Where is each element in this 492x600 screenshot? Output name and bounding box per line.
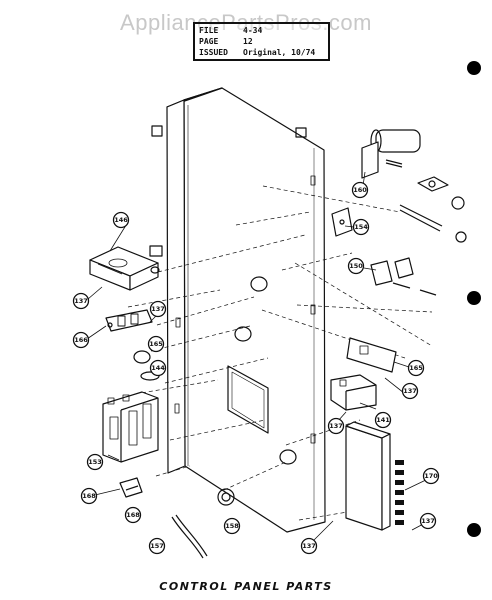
- callout-146-label: 146: [114, 216, 128, 224]
- callout-137-b-label: 137: [151, 305, 165, 313]
- callout-168-b-label: 168: [126, 511, 140, 519]
- callout-168-a: 168: [80, 487, 98, 505]
- info-key-page: PAGE: [199, 37, 219, 46]
- callout-165-right-label: 165: [409, 364, 423, 372]
- callout-170: 170: [422, 467, 440, 485]
- callout-168-b: 168: [124, 506, 142, 524]
- info-value-issued: Original, 10/74: [243, 48, 316, 57]
- callout-166-label: 166: [74, 336, 88, 344]
- callout-137-c: 137: [401, 382, 419, 400]
- callout-160: 160: [351, 181, 369, 199]
- info-key-issued: ISSUED: [199, 48, 228, 57]
- terminal-clips: [370, 257, 437, 296]
- binder-hole-bottom: [467, 523, 481, 537]
- callout-137-e-label: 137: [421, 517, 435, 525]
- timer-motor: [361, 129, 421, 179]
- callout-150-label: 150: [349, 262, 363, 270]
- switch-block: [331, 207, 353, 237]
- binder-hole-top: [467, 61, 481, 75]
- callout-154: 154: [352, 218, 370, 236]
- info-row-page: PAGE 12: [199, 36, 253, 47]
- callout-165-left-label: 165: [149, 340, 163, 348]
- callout-137-a-label: 137: [74, 297, 88, 305]
- callout-137-c-label: 137: [403, 387, 417, 395]
- assembly-guide-lines: [127, 185, 433, 521]
- clip-bracket: [119, 477, 143, 498]
- grommet: [217, 488, 235, 506]
- info-row-file: FILE 4-34: [199, 25, 262, 36]
- info-value-file: 4-34: [243, 26, 263, 35]
- callout-157-label: 157: [150, 542, 164, 550]
- callout-137-b: 137: [149, 300, 167, 318]
- info-row-issued: ISSUED Original, 10/74: [199, 47, 315, 58]
- callout-170-label: 170: [424, 472, 438, 480]
- terminal-bracket: [105, 309, 153, 332]
- callout-150: 150: [347, 257, 365, 275]
- callout-158-label: 158: [225, 522, 239, 530]
- callout-154-label: 154: [354, 223, 368, 231]
- info-key-file: FILE: [199, 26, 219, 35]
- callout-157: 157: [148, 537, 166, 555]
- wire-harness: [171, 516, 204, 559]
- callout-166: 166: [72, 331, 90, 349]
- control-panel: [149, 87, 326, 533]
- diagram-caption: CONTROL PANEL PARTS: [159, 580, 333, 593]
- callout-168-a-label: 168: [82, 492, 96, 500]
- callout-146: 146: [112, 211, 130, 229]
- callout-141-label: 141: [376, 416, 390, 424]
- callout-137-a: 137: [72, 292, 90, 310]
- callout-137-e: 137: [419, 512, 437, 530]
- terminal-strip: [345, 421, 391, 531]
- binder-hole-middle: [467, 291, 481, 305]
- relay-block: [102, 391, 159, 463]
- file-info-box: FILE 4-34 PAGE 12 ISSUED Original, 10/74: [193, 22, 330, 61]
- callout-153-label: 153: [88, 458, 102, 466]
- switch-bracket: [346, 337, 397, 373]
- callout-144-label: 144: [151, 364, 165, 372]
- callout-158: 158: [223, 517, 241, 535]
- callout-137-f: 137: [300, 537, 318, 555]
- callout-165-left: 165: [147, 335, 165, 353]
- callout-137-f-label: 137: [302, 542, 316, 550]
- info-value-page: 12: [243, 37, 253, 46]
- motor-coupling: [399, 176, 467, 243]
- terminal-posts: [395, 460, 404, 525]
- grommet-ring: [133, 350, 151, 364]
- callout-141: 141: [374, 411, 392, 429]
- thermostat: [330, 374, 377, 411]
- callout-160-label: 160: [353, 186, 367, 194]
- callout-144: 144: [149, 359, 167, 377]
- callout-165-right: 165: [407, 359, 425, 377]
- callout-137-d: 137: [327, 417, 345, 435]
- transformer: [89, 246, 160, 291]
- callout-153: 153: [86, 453, 104, 471]
- callout-137-d-label: 137: [329, 422, 343, 430]
